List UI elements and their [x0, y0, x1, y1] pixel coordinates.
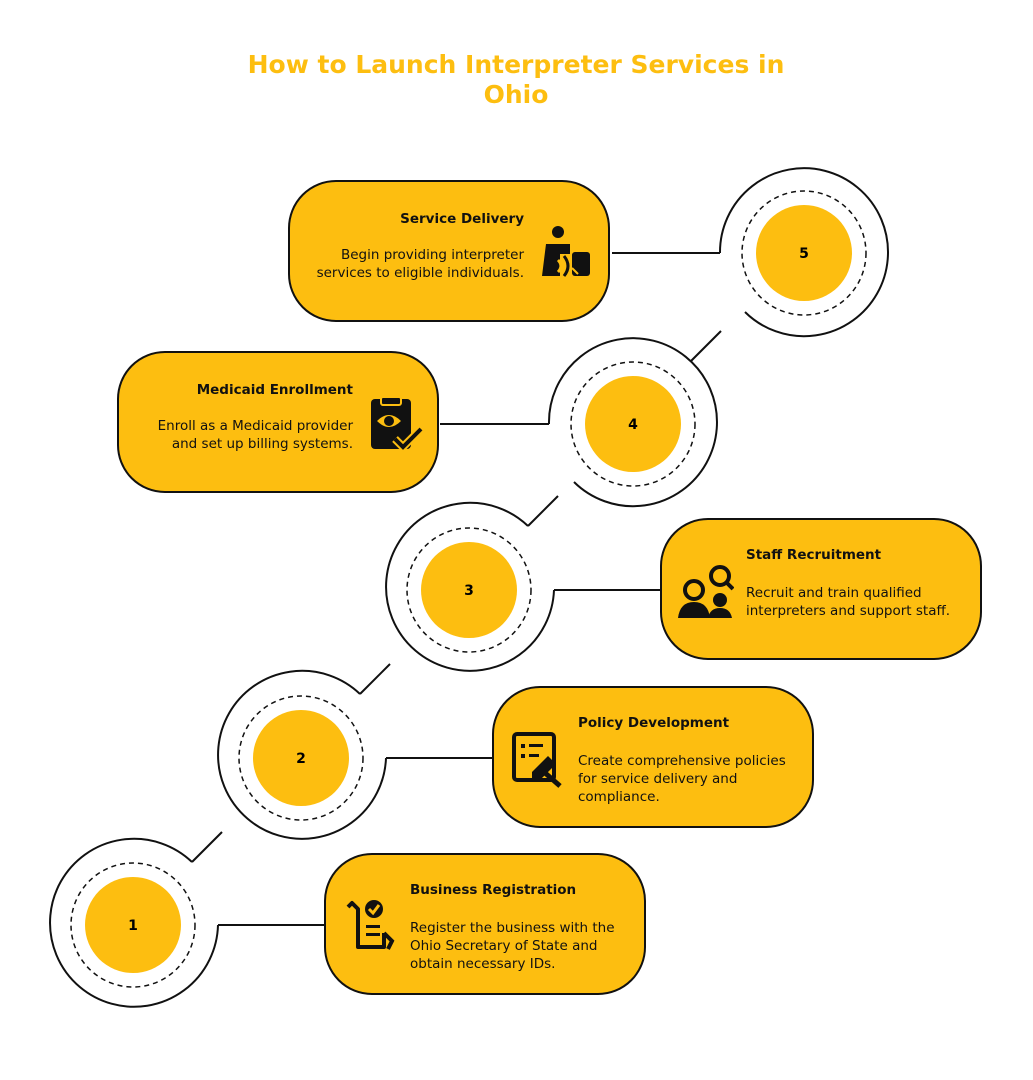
step-4-description: Enroll as a Medicaid provider and set up… [157, 418, 353, 452]
link-4-5 [690, 330, 722, 362]
checklist-clipboard-icon [346, 900, 395, 950]
step-4-dashed-ring [570, 361, 696, 487]
step-3-outer-ring [385, 501, 555, 672]
step-4-card: Medicaid Enrollment Enroll as a Medicaid… [117, 351, 439, 493]
step-5-outer-ring [718, 167, 889, 338]
step-1-node [85, 877, 181, 973]
step-1-outer-ring [49, 837, 219, 1008]
step-2-number: 2 [296, 751, 306, 767]
step-4-node [585, 376, 681, 472]
step-2-card: Policy Development Create comprehensive … [492, 686, 814, 828]
step-3-number: 3 [464, 583, 474, 599]
people-search-icon [678, 565, 734, 618]
step-2-description: Create comprehensive policies for servic… [578, 753, 786, 805]
step-4-title: Medicaid Enrollment [196, 382, 353, 398]
link-3-4 [527, 495, 559, 527]
step-5-number: 5 [799, 246, 809, 262]
step-3-node [421, 542, 517, 638]
link-1-2 [191, 831, 223, 863]
step-4-number: 4 [628, 417, 638, 433]
step-1-number: 1 [128, 918, 138, 934]
step-2-node [253, 710, 349, 806]
step-5-node [756, 205, 852, 301]
step-1-dashed-ring [70, 862, 196, 988]
diagram-title: How to Launch Interpreter Services in Oh… [247, 50, 785, 109]
step-5-dashed-ring [741, 190, 867, 316]
step-3-title: Staff Recruitment [746, 547, 882, 563]
step-5-card: Service Delivery Begin providing interpr… [288, 180, 610, 322]
step-1-card: Business Registration Register the busin… [324, 853, 646, 995]
step-5-description: Begin providing interpreter services to … [316, 247, 524, 281]
step-4-outer-ring [547, 337, 718, 508]
step-3-description: Recruit and train qualified interpreters… [746, 585, 951, 619]
step-5-title: Service Delivery [400, 211, 524, 227]
clipboard-eye-check-icon [371, 396, 423, 453]
step-1-title: Business Registration [410, 882, 577, 898]
step-1-description: Register the business with the Ohio Secr… [410, 920, 615, 972]
interpreter-service-icon [542, 226, 590, 277]
link-2-3 [359, 663, 391, 695]
step-3-card: Staff Recruitment Recruit and train qual… [660, 518, 982, 660]
step-3-dashed-ring [406, 527, 532, 653]
step-2-dashed-ring [238, 695, 364, 821]
step-2-outer-ring [217, 669, 387, 840]
step-2-title: Policy Development [578, 715, 730, 731]
policy-document-icon [512, 732, 562, 788]
